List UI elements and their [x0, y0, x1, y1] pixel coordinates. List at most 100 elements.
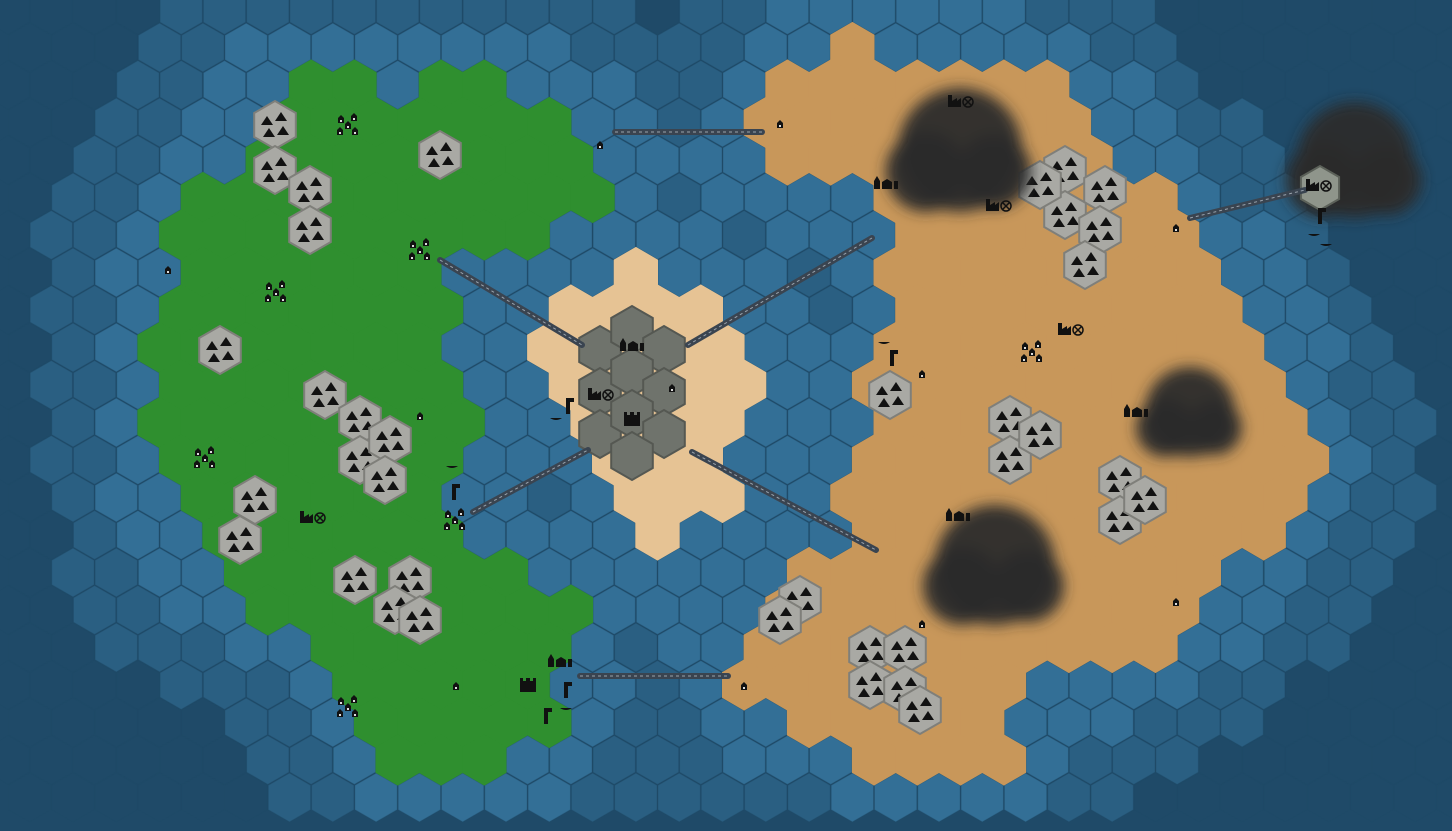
ocean-tile[interactable] — [960, 772, 1004, 823]
ocean-tile[interactable] — [1415, 660, 1452, 710]
ocean-tile[interactable] — [0, 60, 30, 110]
land-tile[interactable] — [830, 696, 875, 749]
land-tile[interactable] — [1155, 584, 1200, 636]
land-tile[interactable] — [1025, 284, 1070, 336]
ocean-tile[interactable] — [765, 435, 810, 485]
ocean-tile[interactable] — [1090, 772, 1134, 823]
ocean-tile[interactable] — [1372, 285, 1416, 335]
land-tile[interactable] — [960, 696, 1005, 749]
land-tile[interactable] — [830, 546, 875, 599]
harbor-icon[interactable] — [1318, 208, 1326, 224]
ocean-tile[interactable] — [1307, 22, 1351, 73]
land-tile[interactable] — [1263, 471, 1308, 524]
ocean-tile[interactable] — [809, 285, 853, 335]
ocean-tile[interactable] — [1437, 473, 1452, 522]
ocean-tile[interactable] — [51, 247, 95, 298]
ocean-tile[interactable] — [94, 622, 138, 673]
village-icon[interactable] — [337, 695, 358, 717]
ocean-tile[interactable] — [137, 622, 182, 673]
mountain-tile[interactable] — [898, 684, 942, 736]
land-tile[interactable] — [1046, 471, 1092, 524]
boat-icon[interactable] — [1308, 234, 1320, 236]
ocean-tile[interactable] — [137, 772, 182, 823]
ocean-tile[interactable] — [73, 735, 117, 785]
ocean-tile[interactable] — [1090, 22, 1134, 73]
land-tile[interactable] — [159, 359, 204, 411]
land-tile[interactable] — [548, 134, 594, 186]
ocean-tile[interactable] — [1372, 585, 1416, 635]
ocean-tile[interactable] — [635, 660, 680, 710]
ocean-tile[interactable] — [0, 735, 30, 785]
ocean-tile[interactable] — [29, 360, 73, 410]
ocean-tile[interactable] — [635, 0, 680, 35]
factory-icon[interactable] — [588, 388, 614, 401]
ocean-tile[interactable] — [635, 135, 680, 185]
ocean-tile[interactable] — [1415, 0, 1452, 35]
ocean-tile[interactable] — [332, 0, 376, 35]
ocean-tile[interactable] — [73, 660, 117, 710]
ocean-tile[interactable] — [116, 135, 160, 185]
land-tile[interactable] — [895, 209, 940, 261]
ocean-tile[interactable] — [8, 172, 52, 223]
ocean-tile[interactable] — [1415, 60, 1452, 110]
land-tile[interactable] — [332, 659, 377, 711]
ocean-tile[interactable] — [592, 0, 636, 35]
ocean-tile[interactable] — [1112, 60, 1156, 110]
mountain-tile[interactable] — [288, 164, 332, 216]
ocean-tile[interactable] — [1372, 60, 1416, 110]
land-tile[interactable] — [1155, 509, 1200, 561]
ocean-tile[interactable] — [657, 697, 701, 748]
ocean-tile[interactable] — [8, 322, 52, 373]
land-tile[interactable] — [462, 134, 507, 186]
ocean-tile[interactable] — [1133, 22, 1178, 73]
land-tile[interactable] — [1241, 359, 1286, 411]
ocean-tile[interactable] — [549, 0, 593, 35]
ocean-tile[interactable] — [1415, 735, 1452, 785]
land-tile[interactable] — [332, 59, 377, 111]
land-tile[interactable] — [873, 321, 918, 374]
land-tile[interactable] — [310, 321, 355, 374]
ocean-tile[interactable] — [1437, 398, 1452, 447]
ocean-tile[interactable] — [1437, 23, 1452, 72]
house-icon[interactable] — [1173, 598, 1179, 606]
ocean-tile[interactable] — [51, 322, 95, 373]
ocean-tile[interactable] — [722, 0, 766, 35]
ocean-tile[interactable] — [1437, 773, 1452, 822]
land-tile[interactable] — [267, 396, 312, 449]
land-tile[interactable] — [678, 359, 723, 411]
mountain-tile[interactable] — [398, 594, 442, 646]
land-tile[interactable] — [202, 209, 247, 261]
ocean-tile[interactable] — [1047, 772, 1091, 823]
house-icon[interactable] — [919, 370, 925, 378]
factory-icon[interactable] — [1306, 179, 1332, 192]
ocean-tile[interactable] — [1003, 772, 1048, 823]
land-tile[interactable] — [1111, 284, 1156, 336]
ocean-tile[interactable] — [700, 547, 745, 598]
land-tile[interactable] — [418, 434, 464, 486]
ocean-tile[interactable] — [1393, 772, 1437, 823]
ocean-tile[interactable] — [1177, 697, 1221, 748]
land-tile[interactable] — [548, 284, 594, 336]
ocean-tile[interactable] — [94, 547, 138, 598]
tower-icon[interactable] — [620, 338, 644, 351]
ocean-tile[interactable] — [1328, 60, 1372, 110]
land-tile[interactable] — [462, 734, 507, 786]
land-tile[interactable] — [159, 434, 204, 486]
ocean-tile[interactable] — [94, 247, 138, 298]
ocean-tile[interactable] — [614, 22, 658, 73]
ocean-tile[interactable] — [1177, 97, 1221, 148]
ocean-tile[interactable] — [29, 660, 73, 710]
ocean-tile[interactable] — [657, 172, 701, 223]
ocean-tile[interactable] — [1307, 772, 1351, 823]
ocean-tile[interactable] — [1437, 248, 1452, 297]
boat-icon[interactable] — [1320, 244, 1332, 246]
land-tile[interactable] — [310, 96, 355, 149]
ocean-tile[interactable] — [159, 60, 203, 110]
ocean-tile[interactable] — [137, 97, 182, 148]
ocean-tile[interactable] — [1307, 247, 1351, 298]
land-tile[interactable] — [895, 284, 940, 336]
ocean-tile[interactable] — [1372, 0, 1416, 35]
ocean-tile[interactable] — [679, 585, 723, 635]
land-tile[interactable] — [310, 471, 355, 524]
land-tile[interactable] — [1003, 246, 1048, 299]
